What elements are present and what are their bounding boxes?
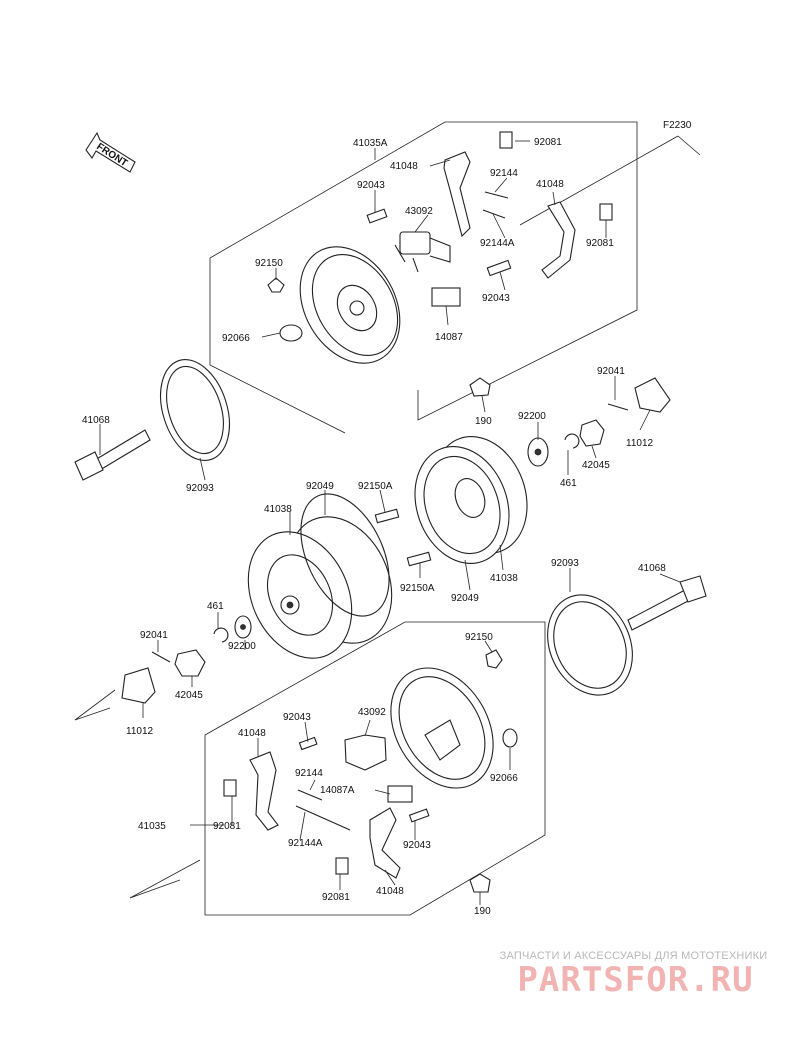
part-label: 41048 xyxy=(238,728,266,739)
bolt-icon xyxy=(406,551,432,567)
wheel-cylinder-icon xyxy=(344,734,387,771)
part-label: 92081 xyxy=(586,238,614,249)
part-label: 92200 xyxy=(228,641,256,652)
bracket-icon xyxy=(431,287,461,307)
lower-brake-panel xyxy=(390,667,494,789)
part-label: 92144 xyxy=(295,768,323,779)
upper-brake-panel xyxy=(299,231,451,364)
lower-brake-shoe-2 xyxy=(369,807,401,879)
part-label: 41048 xyxy=(390,161,418,172)
part-label: 92150A xyxy=(358,481,393,492)
part-label: 92093 xyxy=(551,558,579,569)
hub-cap-icon xyxy=(634,377,671,413)
cap-icon xyxy=(279,324,303,342)
front-arrow-icon: FRONT xyxy=(85,131,136,173)
bolt-icon xyxy=(374,508,400,524)
part-label: 92043 xyxy=(357,180,385,191)
part-label: 41035A xyxy=(353,138,388,149)
bracket-icon xyxy=(387,785,413,803)
spring-clip-icon xyxy=(599,203,613,221)
axle-left xyxy=(74,429,151,481)
part-label: 41038 xyxy=(490,573,518,584)
part-label: 461 xyxy=(207,601,224,612)
part-label: 92081 xyxy=(322,892,350,903)
bolt-icon xyxy=(485,649,503,669)
part-label: 41048 xyxy=(536,179,564,190)
part-label: 92043 xyxy=(283,712,311,723)
bolt-icon xyxy=(469,377,491,397)
cotter-pin-icon xyxy=(607,403,629,411)
spring-clip-icon xyxy=(499,131,513,149)
part-label: 92200 xyxy=(518,411,546,422)
watermark-logo: PARTSFOR.RU xyxy=(517,960,754,1000)
part-labels: 41035A 41048 92081 92144 41048 92043 430… xyxy=(82,137,666,917)
bolt-icon xyxy=(469,873,491,893)
upper-panel-frame xyxy=(209,121,638,434)
part-label: 41035 xyxy=(138,821,166,832)
seal-ring-left xyxy=(160,359,230,461)
lower-brake-shoe-1 xyxy=(249,751,279,831)
part-label: 461 xyxy=(560,478,577,489)
part-label: 42045 xyxy=(582,460,610,471)
part-label: 92049 xyxy=(451,593,479,604)
part-label: 92150A xyxy=(400,583,435,594)
spring-clip-icon xyxy=(335,857,349,875)
pin-icon xyxy=(366,208,388,224)
part-label: 92041 xyxy=(597,366,625,377)
part-label: 92093 xyxy=(186,483,214,494)
part-label: 92043 xyxy=(403,840,431,851)
part-label: 190 xyxy=(474,906,491,917)
castle-nut-icon xyxy=(174,649,206,677)
part-label: 92066 xyxy=(490,773,518,784)
watermark-tagline: ЗАПЧАСТИ И АКСЕССУАРЫ ДЛЯ МОТОТЕХНИКИ xyxy=(499,950,768,962)
part-label: 92081 xyxy=(213,821,241,832)
part-label: 190 xyxy=(475,416,492,427)
part-label: 11012 xyxy=(626,438,654,449)
part-label: 92144A xyxy=(480,238,515,249)
part-label: 41038 xyxy=(264,504,292,515)
circlip-icon xyxy=(213,627,229,643)
cotter-pin-icon xyxy=(151,651,171,663)
brake-drum-left xyxy=(247,516,393,659)
part-label: 92049 xyxy=(306,481,334,492)
part-label: 43092 xyxy=(358,707,386,718)
hub-cap-icon xyxy=(121,667,156,704)
part-label: 92144 xyxy=(490,168,518,179)
spring-icon xyxy=(482,191,509,219)
part-label: 92144A xyxy=(288,838,323,849)
part-label: 92081 xyxy=(534,137,562,148)
part-label: 92043 xyxy=(482,293,510,304)
spring-clip-icon xyxy=(223,779,237,797)
part-label: 14087 xyxy=(435,332,463,343)
castle-nut-icon xyxy=(579,419,605,447)
pin-icon xyxy=(408,808,430,823)
spring-icon xyxy=(295,789,351,831)
part-label: 92066 xyxy=(222,333,250,344)
part-label: 11012 xyxy=(126,726,154,737)
figure-code: F2230 xyxy=(663,120,692,131)
cap-icon xyxy=(502,728,518,748)
axle-right xyxy=(627,575,707,631)
part-label: 43092 xyxy=(405,206,433,217)
part-label: 14087A xyxy=(320,785,355,796)
pin-icon xyxy=(486,259,512,277)
part-label: 92150 xyxy=(465,632,493,643)
upper-brake-shoe-2 xyxy=(541,201,576,279)
upper-brake-shoe-1 xyxy=(443,151,471,238)
lower-panel-frame xyxy=(204,621,546,916)
pin-icon xyxy=(298,736,318,751)
o-ring xyxy=(300,493,390,617)
part-label: 92150 xyxy=(255,258,283,269)
part-label: 41068 xyxy=(82,415,110,426)
bolt-icon xyxy=(267,277,285,293)
leader-lines xyxy=(99,140,681,905)
circlip-icon xyxy=(564,433,580,449)
brake-drum-right xyxy=(414,436,528,564)
part-label: 92041 xyxy=(140,630,168,641)
part-label: 41068 xyxy=(638,563,666,574)
seal-ring-right xyxy=(547,594,633,696)
part-label: 41048 xyxy=(376,886,404,897)
part-label: 42045 xyxy=(175,690,203,701)
